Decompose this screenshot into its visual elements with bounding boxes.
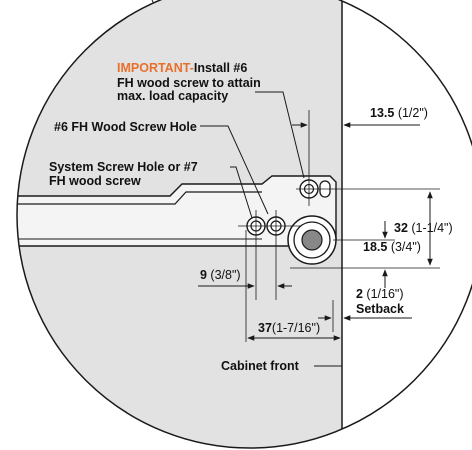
dimension-2: 2 (1/16") [356, 287, 404, 301]
dimension-13-5: 13.5 (1/2") [370, 106, 428, 120]
important-callout-line1: IMPORTANT-Install #6 [117, 61, 247, 75]
dimension-32: 32 (1-1/4") [394, 221, 453, 235]
important-text: Install #6 [194, 61, 248, 75]
dimension-37: 37(1-7/16") [258, 321, 320, 335]
fh-hole-label: #6 FH Wood Screw Hole [54, 120, 197, 134]
cabinet-front-label: Cabinet front [221, 359, 300, 373]
detail-circle-outline [16, 0, 472, 449]
setback-label: Setback [356, 302, 404, 316]
system-hole-label-line1: System Screw Hole or #7 [49, 160, 198, 174]
dimension-18-5: 18.5 (3/4") [363, 240, 421, 254]
dimension-9: 9 (3/8") [200, 268, 241, 282]
important-prefix: IMPORTANT- [117, 61, 194, 75]
important-callout-line3: max. load capacity [117, 89, 228, 103]
system-hole-label-line2: FH wood screw [49, 174, 141, 188]
roller-wheel [287, 215, 337, 265]
important-callout-line2: FH wood screw to attain [117, 76, 261, 90]
